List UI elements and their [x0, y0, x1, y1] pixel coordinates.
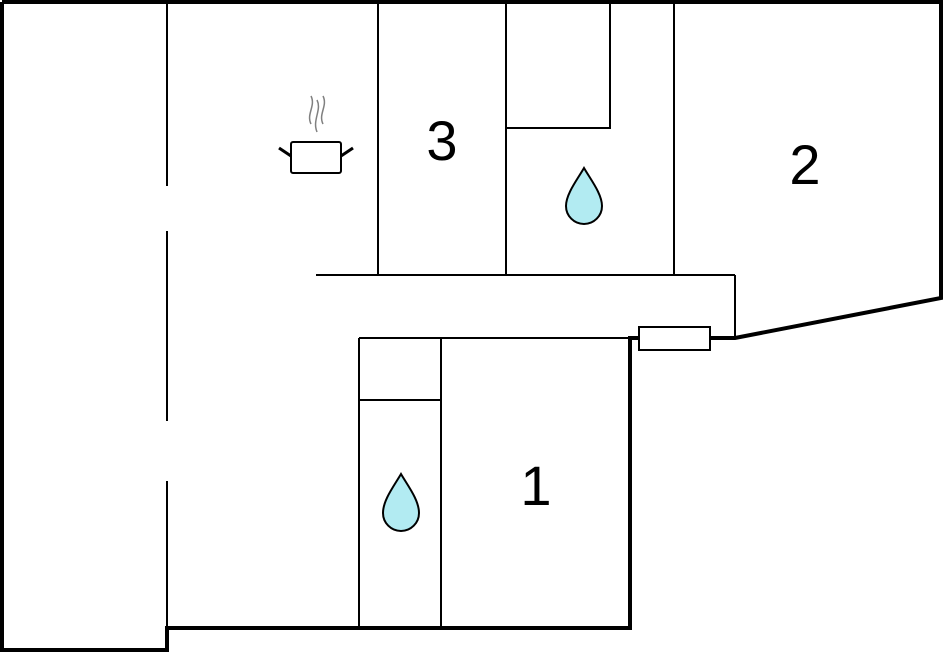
water-drop-icon	[564, 166, 604, 225]
room-1-label: 1	[520, 454, 551, 517]
room-2-label: 2	[789, 133, 820, 196]
interior-walls	[166, 2, 736, 628]
water-drop-icon	[381, 472, 421, 532]
door-symbol	[638, 326, 711, 351]
room-3-label: 3	[426, 109, 457, 172]
cooking-pot-icon	[278, 95, 354, 174]
